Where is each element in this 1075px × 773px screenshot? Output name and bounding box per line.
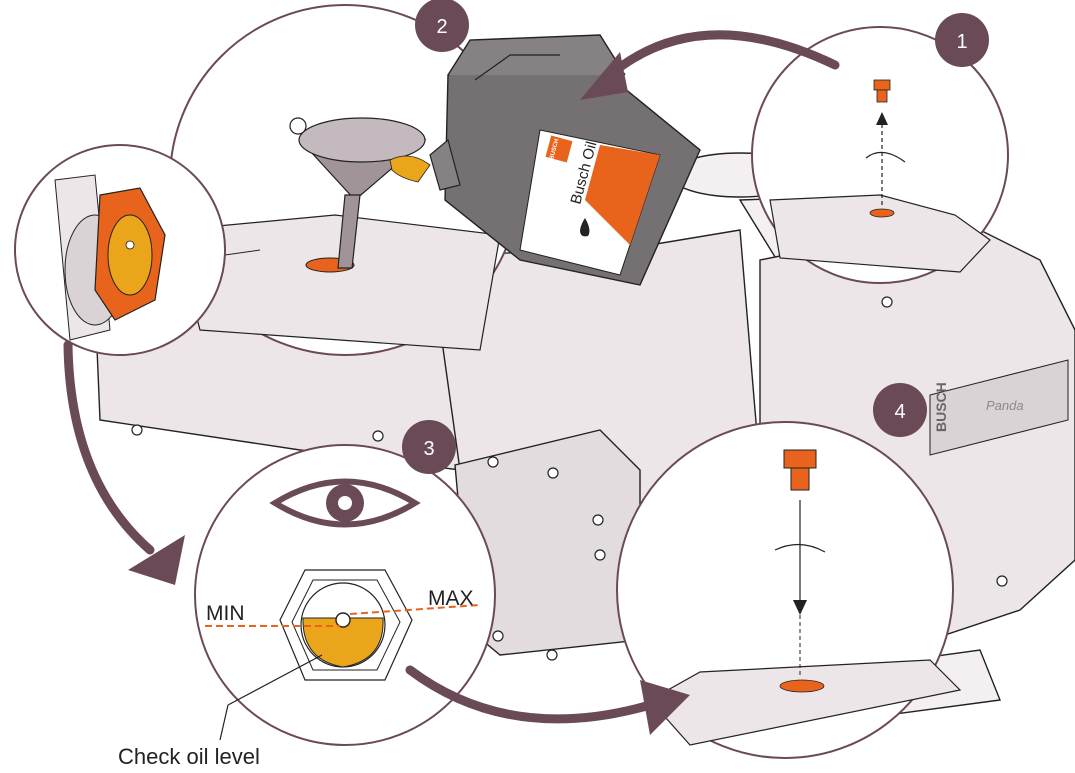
step-number: 3 xyxy=(423,438,434,460)
max-label: MAX xyxy=(428,587,474,610)
step-4-panel xyxy=(616,421,962,759)
caption-leader-line xyxy=(227,654,323,706)
oil-drop-icon xyxy=(580,218,590,237)
sight-glass-icon xyxy=(279,569,413,681)
oil-can-brand-mark: BUSCH xyxy=(549,138,560,160)
curved-arrow-icon xyxy=(405,665,655,724)
step-badge-1: 1 xyxy=(935,13,989,67)
check-oil-level-caption: Check oil level xyxy=(118,744,260,769)
eye-icon xyxy=(269,478,421,528)
nameplate: BUSCH Panda xyxy=(929,359,1069,456)
curved-arrow-icon xyxy=(63,340,155,555)
step-number: 1 xyxy=(956,31,967,53)
step-badge-3: 3 xyxy=(402,420,456,474)
cap-zoom-panel xyxy=(14,144,226,356)
nameplate-brand: BUSCH xyxy=(933,382,949,432)
funnel-icon xyxy=(289,117,431,269)
oil-plug-icon xyxy=(783,449,817,491)
flow-arrow-heads xyxy=(128,52,690,735)
step-3-panel: MIN MAX xyxy=(194,444,496,746)
min-label: MIN xyxy=(206,602,245,625)
step-2-panel xyxy=(169,4,521,356)
oil-can-icon: BUSCH Busch Oil xyxy=(429,34,701,286)
flow-arrows xyxy=(63,30,840,724)
rotate-arrow-icon xyxy=(865,151,906,163)
step-1-panel xyxy=(751,26,1009,284)
nameplate-model: Panda xyxy=(986,398,1024,413)
pump-bolts xyxy=(131,296,1008,661)
sight-glass-cap-icon xyxy=(94,187,166,321)
step-number: 2 xyxy=(436,16,447,38)
vacuum-pump xyxy=(94,152,1075,741)
step-badge-4: 4 xyxy=(873,383,927,437)
step-number: 4 xyxy=(894,401,905,423)
step-badge-2: 2 xyxy=(415,0,469,52)
curved-arrow-icon xyxy=(605,30,840,80)
rotate-arrow-icon xyxy=(774,543,826,553)
oil-plug-icon xyxy=(873,79,891,103)
